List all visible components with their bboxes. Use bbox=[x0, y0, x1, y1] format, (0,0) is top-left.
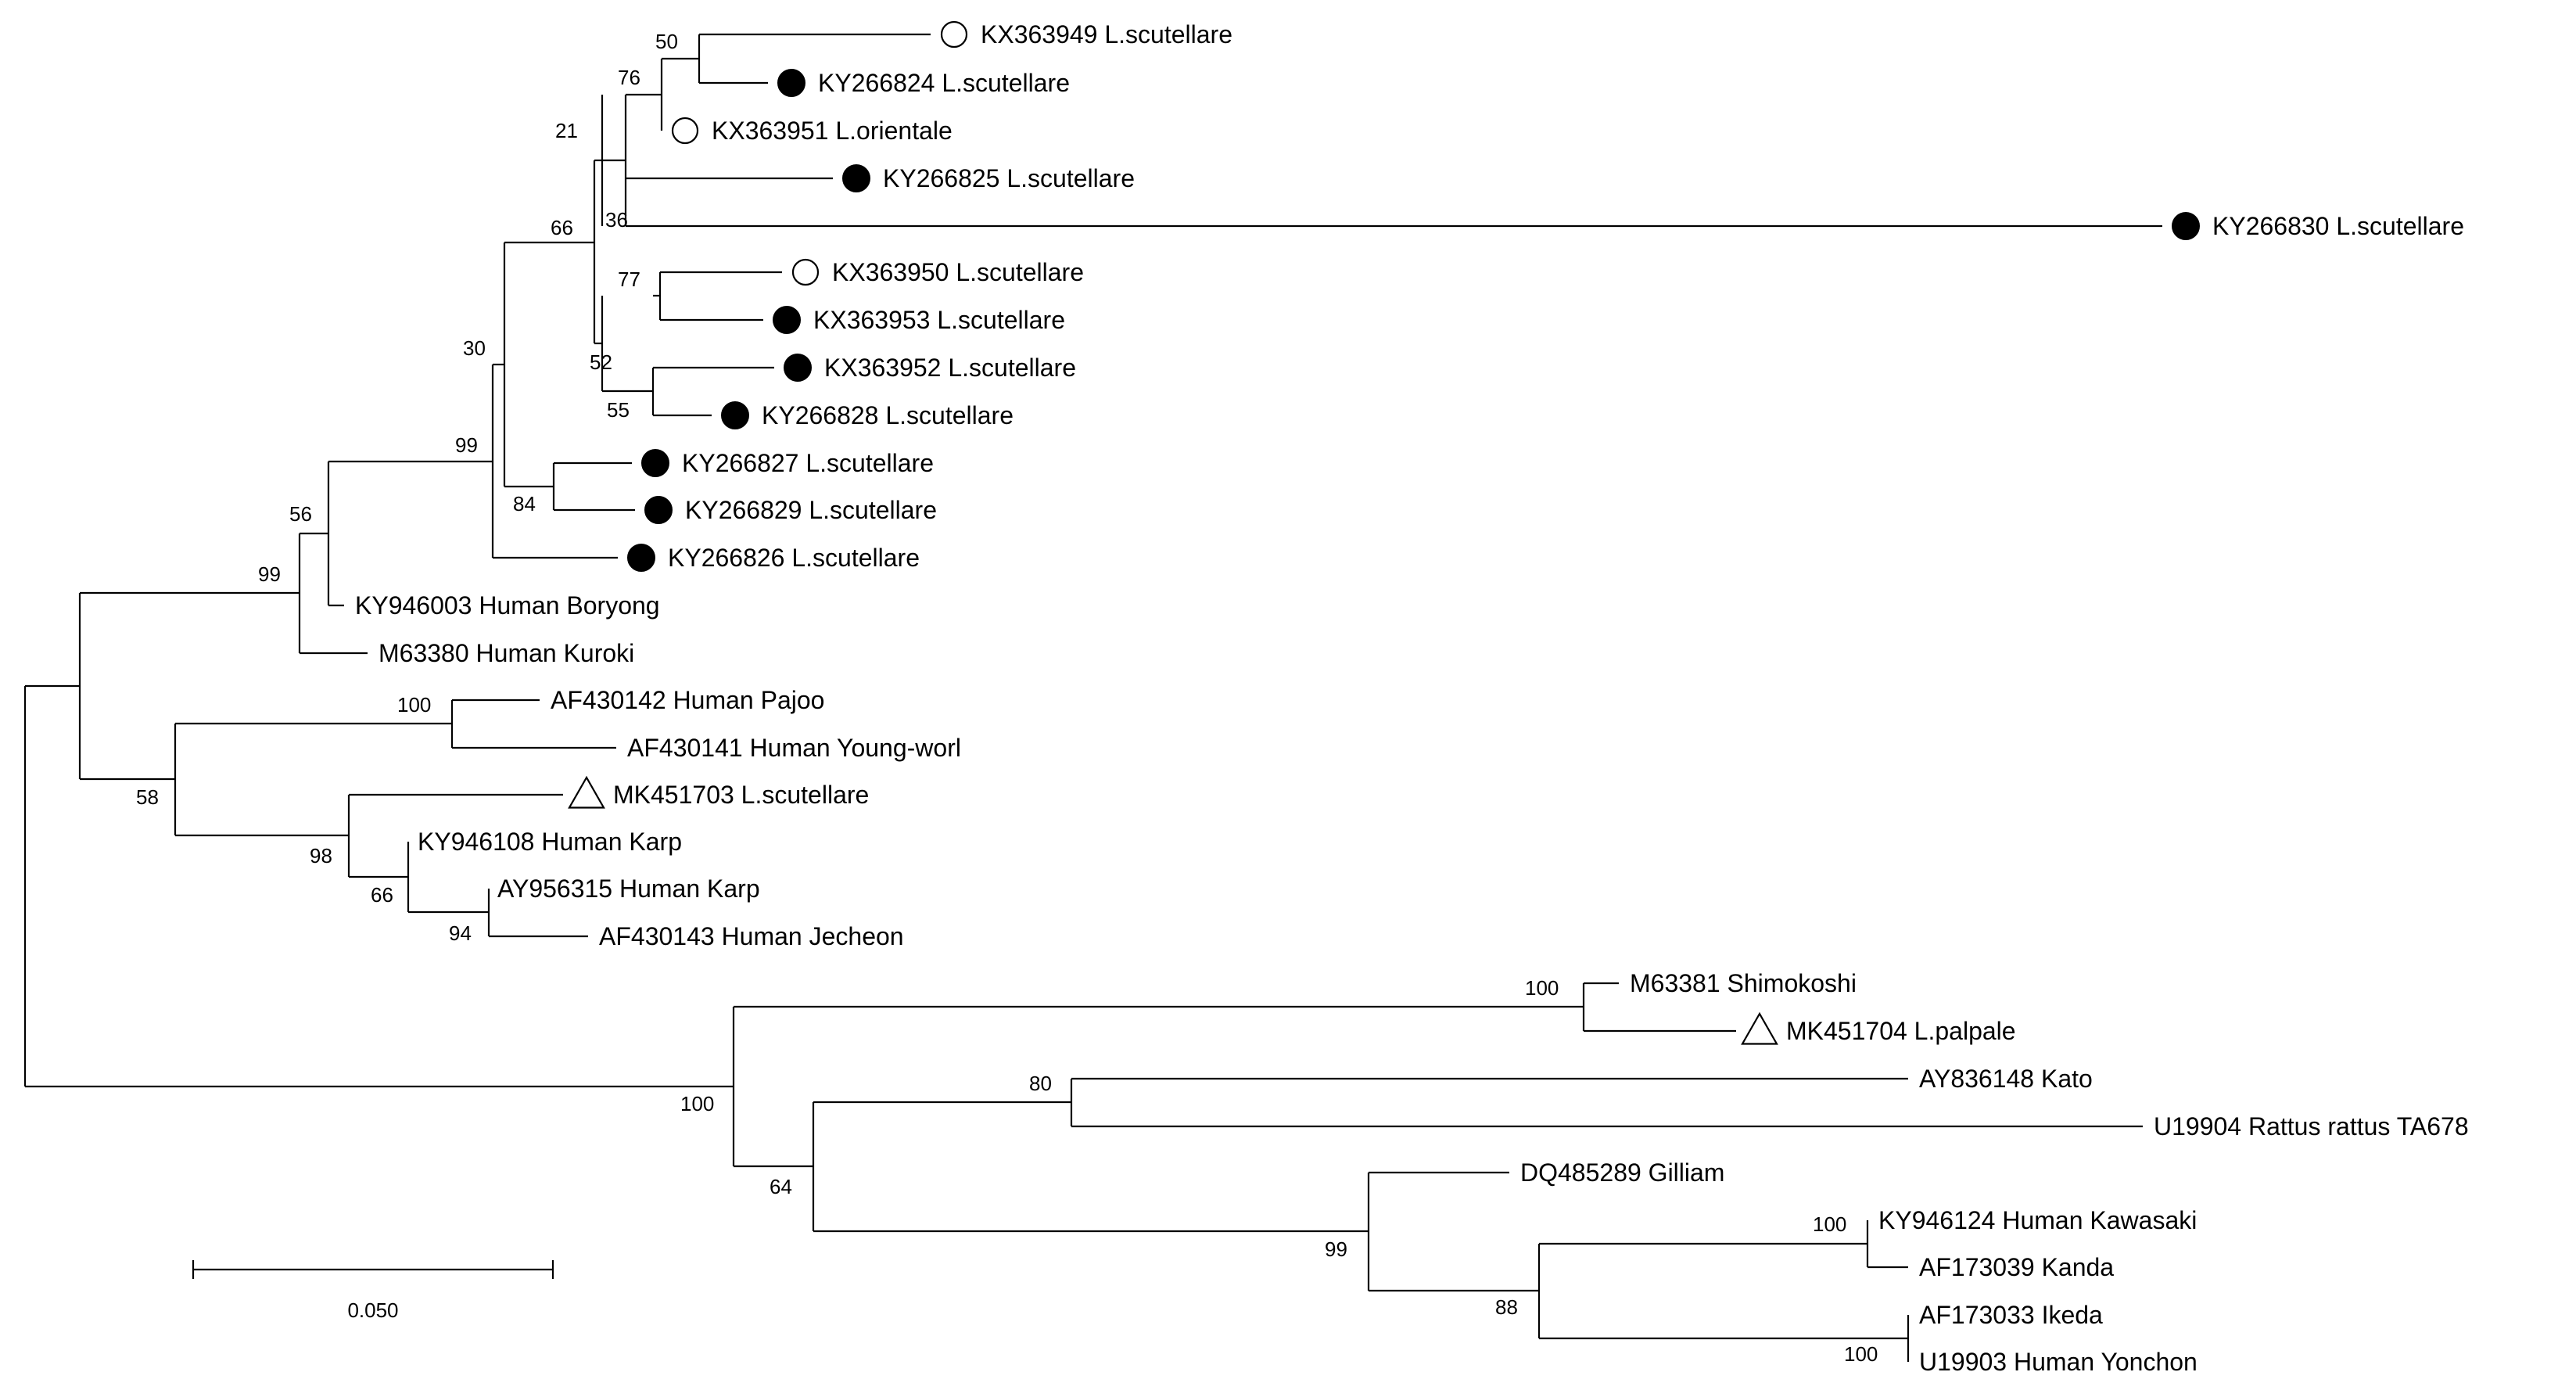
taxon-label: KX363952 L.scutellare bbox=[824, 354, 1076, 382]
taxon-label: KY266824 L.scutellare bbox=[818, 69, 1070, 97]
taxon-label: M63381 Shimokoshi bbox=[1630, 969, 1857, 997]
bootstrap-value: 99 bbox=[258, 562, 281, 586]
bootstrap-value: 30 bbox=[463, 336, 486, 360]
bootstrap-value: 100 bbox=[680, 1092, 714, 1115]
taxon-label: AF430142 Human Pajoo bbox=[551, 686, 824, 714]
bootstrap-value: 100 bbox=[1525, 976, 1559, 1000]
bootstrap-value: 88 bbox=[1495, 1295, 1518, 1319]
filled-circle-marker bbox=[641, 449, 669, 477]
taxon-label: KX363950 L.scutellare bbox=[832, 258, 1084, 286]
tree-branches bbox=[23, 33, 2162, 1362]
filled-circle-marker bbox=[644, 496, 673, 524]
bootstrap-value: 66 bbox=[371, 883, 393, 907]
bootstrap-value: 80 bbox=[1029, 1072, 1052, 1095]
taxon-label: KY266825 L.scutellare bbox=[883, 164, 1135, 192]
bootstrap-value: 36 bbox=[605, 208, 628, 232]
bootstrap-value: 64 bbox=[770, 1175, 792, 1198]
open-triangle-marker bbox=[568, 775, 605, 809]
taxon-label: AF430141 Human Young-worl bbox=[627, 734, 961, 762]
filled-circle-marker bbox=[842, 164, 870, 192]
bootstrap-value: 77 bbox=[618, 268, 640, 291]
taxon-label: AY836148 Kato bbox=[1919, 1065, 2093, 1093]
bootstrap-value: 98 bbox=[310, 844, 332, 867]
taxon-label: KX363953 L.scutellare bbox=[813, 306, 1065, 334]
taxon-label: MK451703 L.scutellare bbox=[613, 781, 869, 809]
taxon-label: KY946108 Human Karp bbox=[418, 828, 682, 856]
taxon-label: KY266828 L.scutellare bbox=[762, 401, 1014, 429]
bootstrap-value: 100 bbox=[397, 693, 431, 717]
filled-circle-marker bbox=[627, 544, 655, 572]
taxon-label: KY266830 L.scutellare bbox=[2212, 212, 2464, 240]
open-triangle-marker bbox=[1741, 1011, 1778, 1045]
taxon-label: AF430143 Human Jecheon bbox=[599, 922, 904, 950]
taxon-label: U19903 Human Yonchon bbox=[1919, 1348, 2197, 1376]
taxon-label: KY266829 L.scutellare bbox=[685, 496, 937, 524]
bootstrap-value: 100 bbox=[1813, 1212, 1846, 1236]
bootstrap-values: 50 76 21 36 66 77 52 55 30 84 99 56 99 100 58 98 66 94 100… bbox=[136, 30, 1878, 1366]
taxon-label: DQ485289 Gilliam bbox=[1520, 1158, 1724, 1187]
bootstrap-value: 99 bbox=[455, 433, 478, 457]
scale-bar: 0.050 bbox=[192, 1260, 554, 1322]
bootstrap-value: 50 bbox=[655, 30, 678, 53]
taxon-label: KY946003 Human Boryong bbox=[355, 591, 660, 620]
taxon-label: KY266827 L.scutellare bbox=[682, 449, 934, 477]
filled-circle-marker bbox=[773, 306, 801, 334]
scale-bar-label: 0.050 bbox=[347, 1298, 398, 1322]
open-circle-marker bbox=[671, 117, 699, 145]
bootstrap-value: 94 bbox=[449, 921, 472, 945]
filled-circle-marker bbox=[2172, 212, 2200, 240]
filled-circle-marker bbox=[721, 401, 749, 429]
open-circle-marker bbox=[791, 258, 820, 286]
bootstrap-value: 84 bbox=[513, 492, 536, 515]
taxon-label: KX363951 L.orientale bbox=[712, 117, 953, 145]
bootstrap-value: 55 bbox=[607, 398, 630, 422]
bootstrap-value: 76 bbox=[618, 66, 640, 89]
taxon-label: M63380 Human Kuroki bbox=[379, 639, 634, 667]
taxon-label: U19904 Rattus rattus TA678 bbox=[2154, 1112, 2469, 1140]
taxon-markers bbox=[568, 20, 2200, 1045]
open-circle-marker bbox=[940, 20, 968, 48]
taxon-label: KX363949 L.scutellare bbox=[981, 20, 1232, 48]
taxon-label: AF173033 Ikeda bbox=[1919, 1301, 2103, 1329]
bootstrap-value: 66 bbox=[551, 216, 573, 239]
bootstrap-value: 56 bbox=[289, 502, 312, 526]
bootstrap-value: 99 bbox=[1325, 1237, 1347, 1261]
taxon-label: AF173039 Kanda bbox=[1919, 1253, 2114, 1281]
filled-circle-marker bbox=[784, 354, 812, 382]
bootstrap-value: 58 bbox=[136, 785, 159, 809]
bootstrap-value: 21 bbox=[555, 119, 578, 142]
taxon-label: KY266826 L.scutellare bbox=[668, 544, 920, 572]
taxon-label: MK451704 L.palpale bbox=[1786, 1017, 2016, 1045]
bootstrap-value: 52 bbox=[590, 350, 612, 374]
filled-circle-marker bbox=[777, 69, 805, 97]
taxon-label: AY956315 Human Karp bbox=[497, 875, 760, 903]
bootstrap-value: 100 bbox=[1844, 1342, 1878, 1366]
taxon-label: KY946124 Human Kawasaki bbox=[1878, 1206, 2197, 1234]
